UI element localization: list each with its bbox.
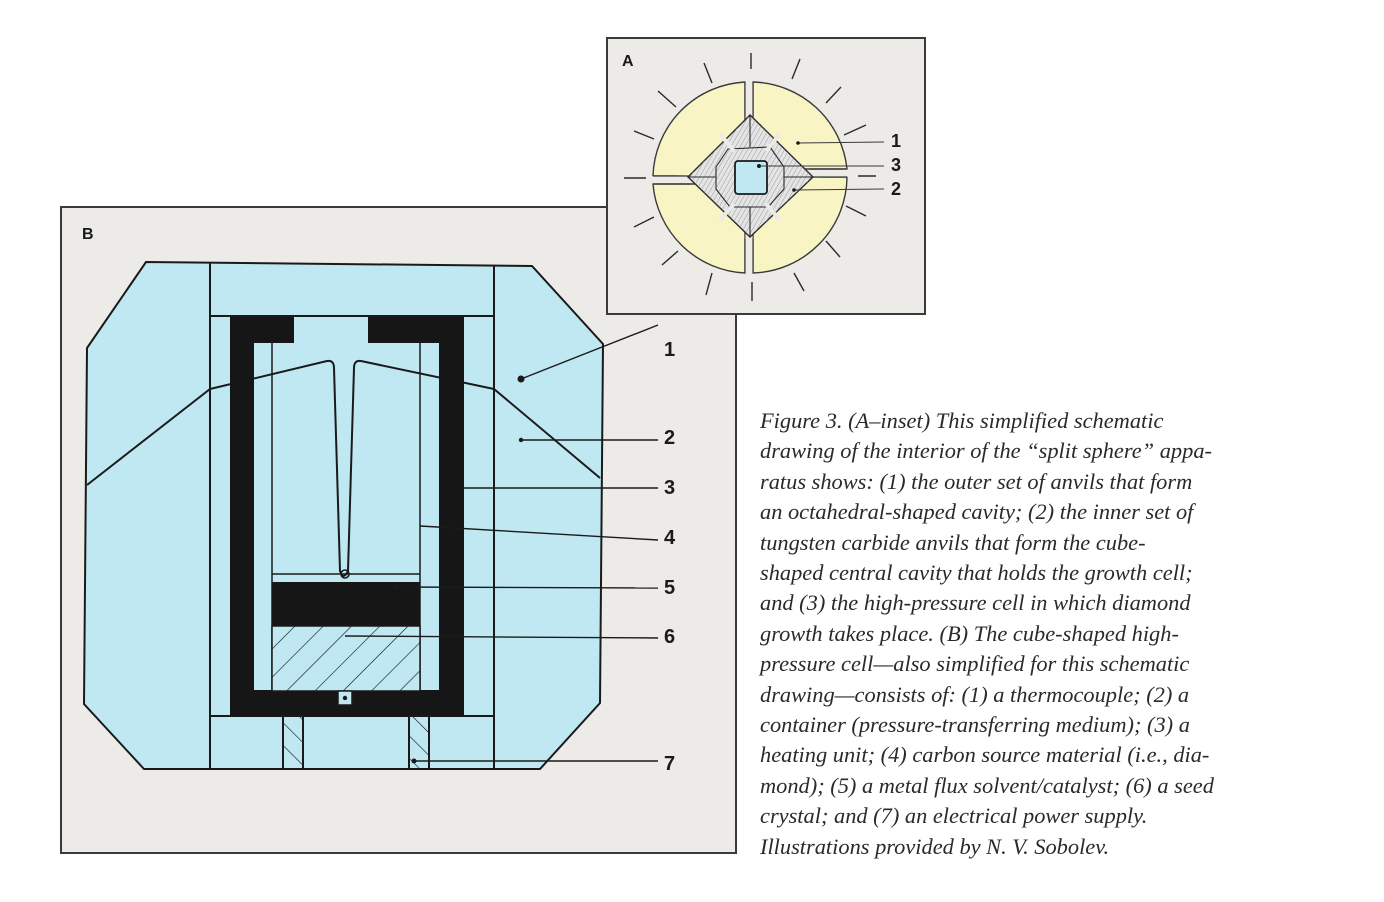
caption-line: heating unit; (4) carbon source material… [760,742,1210,768]
split-sphere-diagram [624,53,885,301]
thermocouple-wire [209,359,495,577]
pressure-arrows [624,53,876,301]
label-b-4: 4 [664,527,676,549]
caption-line: crystal; and (7) an electrical power sup… [760,803,1148,829]
caption-line: pressure cell—also simplified for this s… [760,651,1190,677]
label-b-1: 1 [664,339,676,361]
panel-b-letter: B [82,226,94,243]
caption-line: mond); (5) a metal flux solvent/catalyst… [760,772,1214,798]
caption-line: tungsten carbide anvils that form the cu… [760,529,1146,555]
panel-a-split-sphere-inset: A [606,37,926,315]
caption-line: shaped central cavity that holds the gro… [760,560,1193,586]
caption-line: drawing of the interior of the “split sp… [760,438,1212,464]
cube-cavity [734,160,768,195]
power-supply-electrodes [282,715,430,770]
figure-caption: Figure 3. (A–inset) This simplified sche… [760,406,1340,862]
label-b-2: 2 [664,427,676,449]
panel-a-letter: A [622,53,634,70]
cell-cross-section-diagram [82,260,659,770]
caption-line: Figure 3. (A–inset) This simplified sche… [760,408,1164,433]
label-b-7: 7 [664,753,676,775]
label-a-2: 2 [891,179,902,199]
caption-line: ratus shows: (1) the outer set of anvils… [760,468,1193,494]
label-a-3: 3 [891,155,902,175]
caption-line: and (3) the high-pressure cell in which … [760,590,1191,616]
caption-line: container (pressure-transferring medium)… [760,712,1190,738]
caption-line: Illustrations provided by N. V. Sobolev. [760,833,1110,859]
label-b-6: 6 [664,626,676,648]
caption-line: an octahedral-shaped cavity; (2) the inn… [760,499,1194,525]
caption-line: drawing—consists of: (1) a thermocouple;… [760,681,1190,707]
caption-line: growth takes place. (B) The cube-shaped … [760,620,1179,646]
label-b-3: 3 [664,477,676,499]
label-a-1: 1 [891,131,902,151]
label-b-5: 5 [664,577,676,599]
